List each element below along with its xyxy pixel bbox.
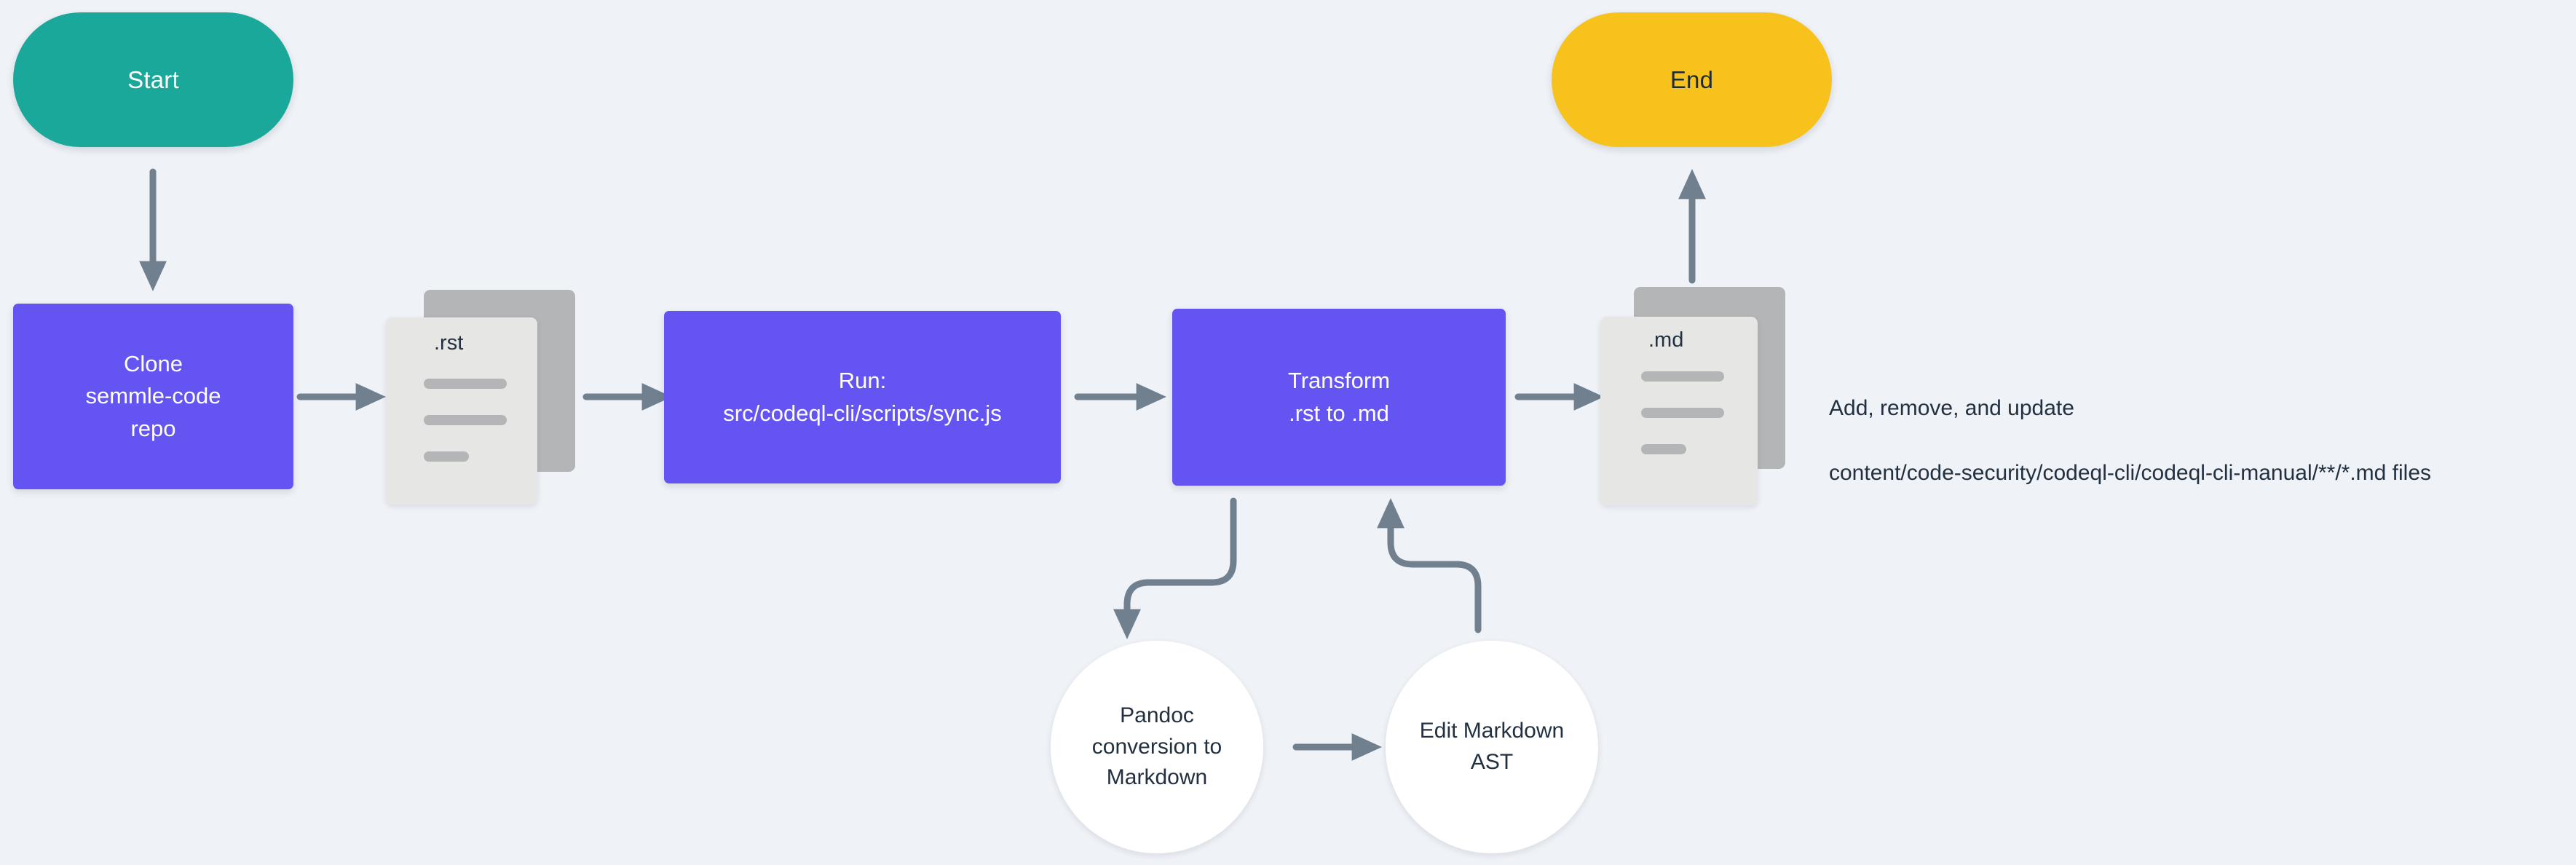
annotation-line1: Add, remove, and update <box>1829 396 2074 421</box>
node-rst-document[interactable]: .rst <box>386 290 575 505</box>
node-edit-ast-label-line2: AST <box>1470 750 1514 774</box>
md-document-label: .md <box>1648 328 1684 352</box>
rst-document-text-line <box>424 451 469 462</box>
node-pandoc-label-line1: Pandoc <box>1120 703 1194 728</box>
node-start-label: Start <box>127 66 179 93</box>
node-pandoc-label-line2: conversion to <box>1091 734 1222 759</box>
node-clone-label-line1: Clone <box>124 351 183 377</box>
node-transform-label-line2: .rst to .md <box>1289 400 1389 426</box>
node-pandoc-label-line3: Markdown <box>1106 765 1208 790</box>
node-end-label: End <box>1670 66 1714 93</box>
annotation-text: Add, remove, and update content/code-sec… <box>1829 360 2564 522</box>
annotation-line2: content/code-security/codeql-cli/codeql-… <box>1829 461 2432 486</box>
md-document-text-line <box>1641 371 1724 382</box>
node-transform-label-line1: Transform <box>1287 368 1391 394</box>
node-md-document[interactable]: .md <box>1600 287 1790 505</box>
node-transform[interactable]: Transform .rst to .md <box>1172 309 1506 486</box>
node-edit-ast-label-line1: Edit Markdown <box>1419 719 1565 743</box>
node-edit-markdown-ast[interactable]: Edit Markdown AST <box>1386 641 1598 853</box>
node-clone[interactable]: Clone semmle-code repo <box>13 304 293 489</box>
rst-document-label: .rst <box>434 331 464 355</box>
md-document-text-line <box>1641 444 1686 454</box>
node-end[interactable]: End <box>1552 12 1832 147</box>
node-pandoc[interactable]: Pandoc conversion to Markdown <box>1051 641 1263 853</box>
md-document-text-line <box>1641 408 1724 418</box>
edge-edit-ast-to-transform <box>1377 497 1482 633</box>
node-run[interactable]: Run: src/codeql-cli/scripts/sync.js <box>664 311 1061 483</box>
node-run-label-line1: Run: <box>838 368 887 394</box>
rst-document-text-line <box>424 379 507 389</box>
node-clone-label-line3: repo <box>130 415 176 441</box>
node-run-label-line2: src/codeql-cli/scripts/sync.js <box>723 400 1002 426</box>
edge-transform-to-pandoc <box>1113 497 1237 640</box>
rst-document-text-line <box>424 415 507 425</box>
rst-document-front-sheet <box>386 317 537 505</box>
node-start[interactable]: Start <box>13 12 293 147</box>
node-clone-label-line2: semmle-code <box>85 383 221 409</box>
